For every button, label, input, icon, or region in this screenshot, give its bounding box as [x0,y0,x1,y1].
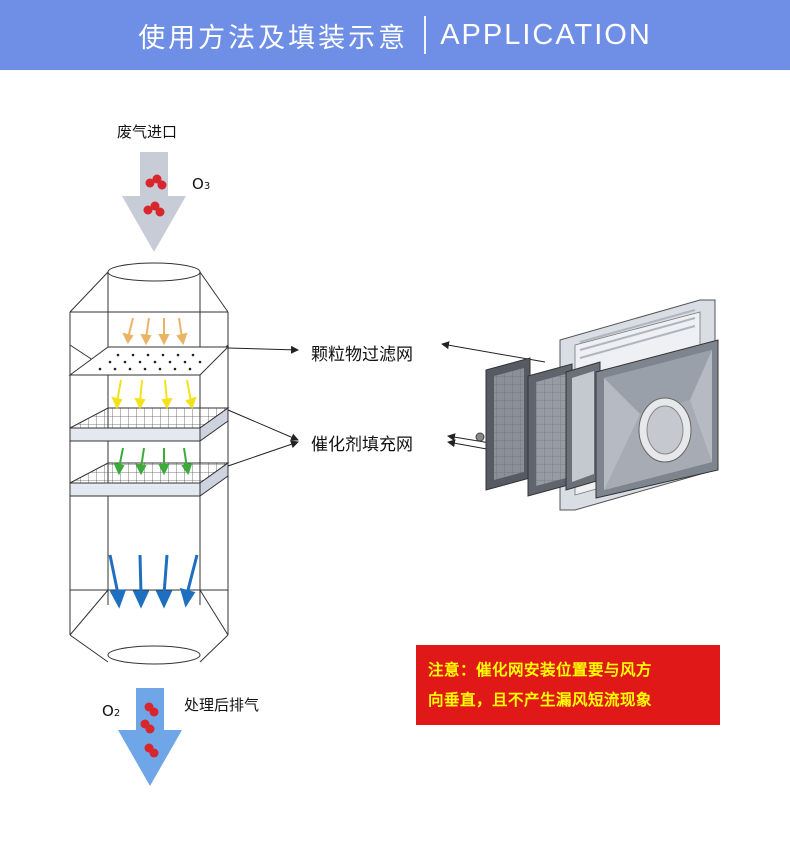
o2-molecule-icon [140,702,159,758]
catalyst-layer-2 [69,462,230,497]
notice-line-2: 向垂直，且不产生漏风短流现象 [428,691,653,709]
airflow-arrows-top-icon [122,317,188,346]
airflow-arrows-blue-icon [108,554,199,609]
particle-filter-label: 颗粒物过滤网 [311,345,413,365]
header-divider [424,16,427,54]
catalyst-layer-1 [69,407,230,442]
outlet-label: 处理后排气 [184,696,260,714]
outlet-arrow-icon [118,688,182,786]
airflow-arrows-mid-icon [111,379,197,410]
catalyst-mesh-label: 催化剂填充网 [311,435,413,455]
inlet-label: 废气进口 [117,123,178,141]
installation-notice: 注意：催化网安装位置要与风方 向垂直，且不产生漏风短流现象 [416,645,720,725]
header-title-en: APPLICATION [440,18,652,51]
airflow-arrows-green-icon [113,447,193,476]
particle-filter-layer [68,346,230,376]
o2-label: O2 [102,702,121,720]
header-title-zh: 使用方法及填装示意 [138,22,409,54]
catalyst-device-exploded-view [475,299,719,511]
header-banner: 使用方法及填装示意 APPLICATION [0,0,790,70]
o3-molecule-icon [143,174,167,217]
notice-line-1: 注意：催化网安装位置要与风方 [428,661,653,679]
o3-label: O3 [192,175,211,193]
